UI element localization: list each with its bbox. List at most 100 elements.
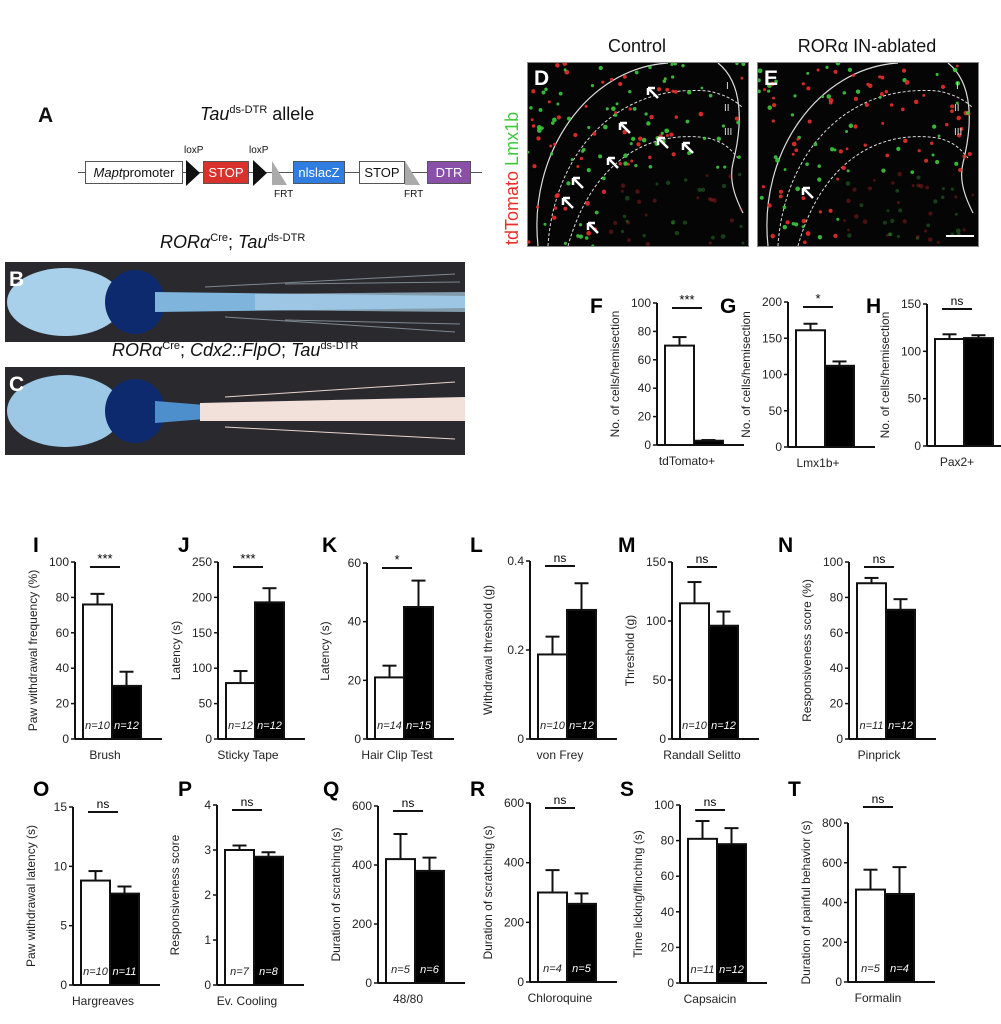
cell-dot bbox=[594, 210, 599, 215]
cell-dot bbox=[644, 112, 648, 116]
cell-dot bbox=[665, 180, 671, 186]
cell-dot bbox=[563, 68, 567, 72]
significance-label: ns bbox=[554, 793, 567, 807]
n-label: n=5 bbox=[391, 964, 411, 976]
cell-dot bbox=[761, 185, 765, 189]
n-label: n=7 bbox=[230, 966, 250, 978]
lamina-boundary bbox=[547, 89, 744, 246]
cell-dot bbox=[867, 186, 872, 191]
y-tick-label: 400 bbox=[352, 858, 372, 872]
cell-dot bbox=[669, 132, 674, 137]
cell-dot bbox=[843, 219, 846, 223]
n-label: n=12 bbox=[257, 720, 282, 732]
n-label: n=12 bbox=[228, 720, 253, 732]
cell-dot bbox=[541, 90, 546, 95]
allele-line bbox=[78, 172, 482, 173]
allele-title: Tauds-DTR allele bbox=[200, 104, 314, 125]
cell-dot bbox=[829, 147, 835, 152]
significance-label: ns bbox=[402, 796, 415, 810]
cell-dot bbox=[615, 102, 619, 106]
y-axis-label: Duration of scratching (s) bbox=[481, 825, 495, 959]
bar-control bbox=[679, 602, 710, 740]
cell-dot bbox=[945, 122, 949, 127]
cell-dot bbox=[903, 138, 908, 144]
cell-dot bbox=[971, 193, 975, 197]
cell-dot bbox=[805, 231, 811, 236]
cell-dot bbox=[872, 178, 876, 182]
cell-dot bbox=[862, 219, 868, 224]
cell-dot bbox=[833, 69, 838, 74]
x-axis-label: Capsaicin bbox=[684, 992, 737, 1006]
cell-dot bbox=[624, 195, 630, 201]
cell-dot bbox=[555, 63, 560, 68]
y-tick-label: 600 bbox=[504, 796, 524, 810]
cell-dot bbox=[770, 81, 775, 87]
x-axis-label: Pinprick bbox=[858, 748, 902, 762]
cell-dot bbox=[801, 225, 805, 229]
cell-dot bbox=[563, 206, 568, 211]
bar-control bbox=[224, 849, 255, 986]
cell-dot bbox=[635, 189, 640, 194]
cell-dot bbox=[846, 169, 850, 173]
cell-dot bbox=[783, 168, 787, 171]
whole-mount-image-c: C bbox=[5, 367, 465, 455]
cell-dot bbox=[630, 159, 634, 163]
y-tick-label: 0.4 bbox=[507, 554, 524, 568]
cell-dot bbox=[556, 115, 561, 120]
n-label: n=10 bbox=[540, 720, 566, 732]
stop-box-red: STOP bbox=[203, 161, 249, 184]
t: ; bbox=[281, 340, 292, 360]
cell-dot bbox=[544, 87, 548, 92]
micrograph-control: D I II III bbox=[527, 62, 749, 247]
t: ; bbox=[180, 340, 191, 360]
cell-dot bbox=[813, 142, 818, 147]
nlslacz-box: nlslacZ bbox=[293, 161, 345, 184]
cell-dot bbox=[916, 183, 921, 188]
cell-dot bbox=[782, 205, 787, 210]
cell-dot bbox=[707, 197, 712, 201]
cell-dot bbox=[917, 149, 921, 153]
cell-dot bbox=[937, 134, 941, 138]
cell-dot bbox=[853, 214, 859, 219]
panel-letter-e: E bbox=[764, 67, 779, 90]
cell-dot bbox=[770, 233, 775, 239]
panel-letter: L bbox=[470, 534, 483, 557]
cell-dot bbox=[915, 236, 920, 240]
cell-dot bbox=[774, 79, 778, 84]
y-axis-label: Threshold (g) bbox=[623, 615, 637, 686]
y-tick-label: 4 bbox=[204, 798, 211, 812]
cell-dot bbox=[763, 88, 767, 92]
bar-ablated bbox=[111, 684, 142, 741]
cell-dot bbox=[950, 109, 954, 113]
cell-dot bbox=[791, 221, 796, 226]
cell-dot bbox=[671, 219, 676, 225]
cell-dot bbox=[881, 121, 885, 125]
frt-label: FRT bbox=[274, 189, 294, 200]
cell-dot bbox=[528, 240, 531, 244]
y-tick-label: 0 bbox=[775, 440, 782, 454]
cell-dot bbox=[821, 95, 825, 99]
cell-dot bbox=[530, 118, 534, 122]
cell-dot bbox=[817, 164, 822, 168]
cell-dot bbox=[641, 137, 647, 143]
cell-dot bbox=[605, 107, 609, 111]
cell-dot bbox=[531, 124, 536, 128]
cell-dot bbox=[955, 101, 959, 105]
y-tick-label: 200 bbox=[504, 915, 524, 929]
cell-dot bbox=[807, 119, 812, 124]
cell-dot bbox=[740, 76, 744, 80]
cell-dot bbox=[579, 156, 584, 161]
y-axis-label: Withdrawal threshold (g) bbox=[481, 585, 495, 715]
dtr-box: DTR bbox=[427, 161, 471, 184]
cell-dot bbox=[817, 234, 823, 240]
cell-dot bbox=[628, 89, 632, 94]
n-label: n=12 bbox=[888, 720, 913, 732]
cell-dot bbox=[881, 168, 886, 173]
bar-ablated bbox=[566, 608, 597, 741]
bar-ablated bbox=[824, 364, 855, 448]
cell-dot bbox=[885, 233, 889, 237]
y-tick-label: 200 bbox=[352, 917, 372, 931]
significance-label: *** bbox=[240, 551, 255, 566]
y-tick-label: 0 bbox=[62, 732, 69, 746]
